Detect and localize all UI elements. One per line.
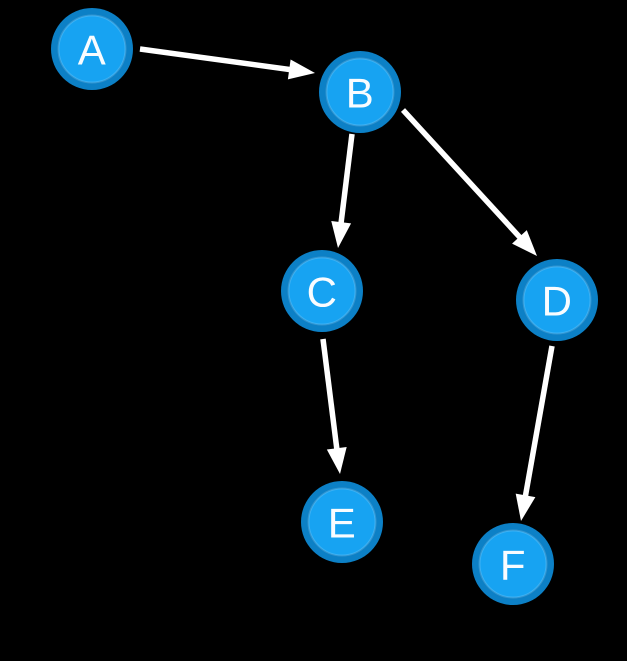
- node-E[interactable]: E: [301, 481, 383, 563]
- arrowhead-icon-D-F: [515, 493, 536, 521]
- node-C[interactable]: C: [281, 250, 363, 332]
- node-A-fill: [57, 14, 127, 84]
- edge-line-D-F: [522, 345, 555, 499]
- node-A[interactable]: A: [51, 8, 133, 90]
- node-B-label: B: [346, 70, 375, 117]
- node-D[interactable]: D: [516, 259, 598, 341]
- node-D-label: D: [542, 278, 573, 325]
- edge-line-B-D: [400, 108, 524, 241]
- arrowhead-icon-B-C: [331, 220, 352, 248]
- edge-D-F: [515, 345, 555, 521]
- edge-C-E: [320, 338, 347, 474]
- edge-line-B-C: [338, 133, 355, 226]
- node-B-fill: [325, 57, 395, 127]
- edge-line-C-E: [320, 338, 340, 452]
- edge-B-C: [331, 133, 355, 248]
- node-F-fill: [478, 529, 548, 599]
- edge-line-A-B: [139, 46, 293, 73]
- node-B[interactable]: B: [319, 51, 401, 133]
- edge-A-B: [139, 46, 315, 80]
- node-F-label: F: [500, 542, 526, 589]
- node-F[interactable]: F: [472, 523, 554, 605]
- node-C-label: C: [307, 269, 338, 316]
- node-C-fill: [287, 256, 357, 326]
- node-A-label: A: [78, 27, 107, 74]
- node-E-label: E: [328, 500, 357, 547]
- node-E-fill: [307, 487, 377, 557]
- edge-B-D: [400, 108, 537, 256]
- arrowhead-icon-B-D: [512, 230, 537, 256]
- arrowhead-icon-C-E: [326, 446, 347, 474]
- node-D-fill: [522, 265, 592, 335]
- arrowhead-icon-A-B: [287, 59, 315, 80]
